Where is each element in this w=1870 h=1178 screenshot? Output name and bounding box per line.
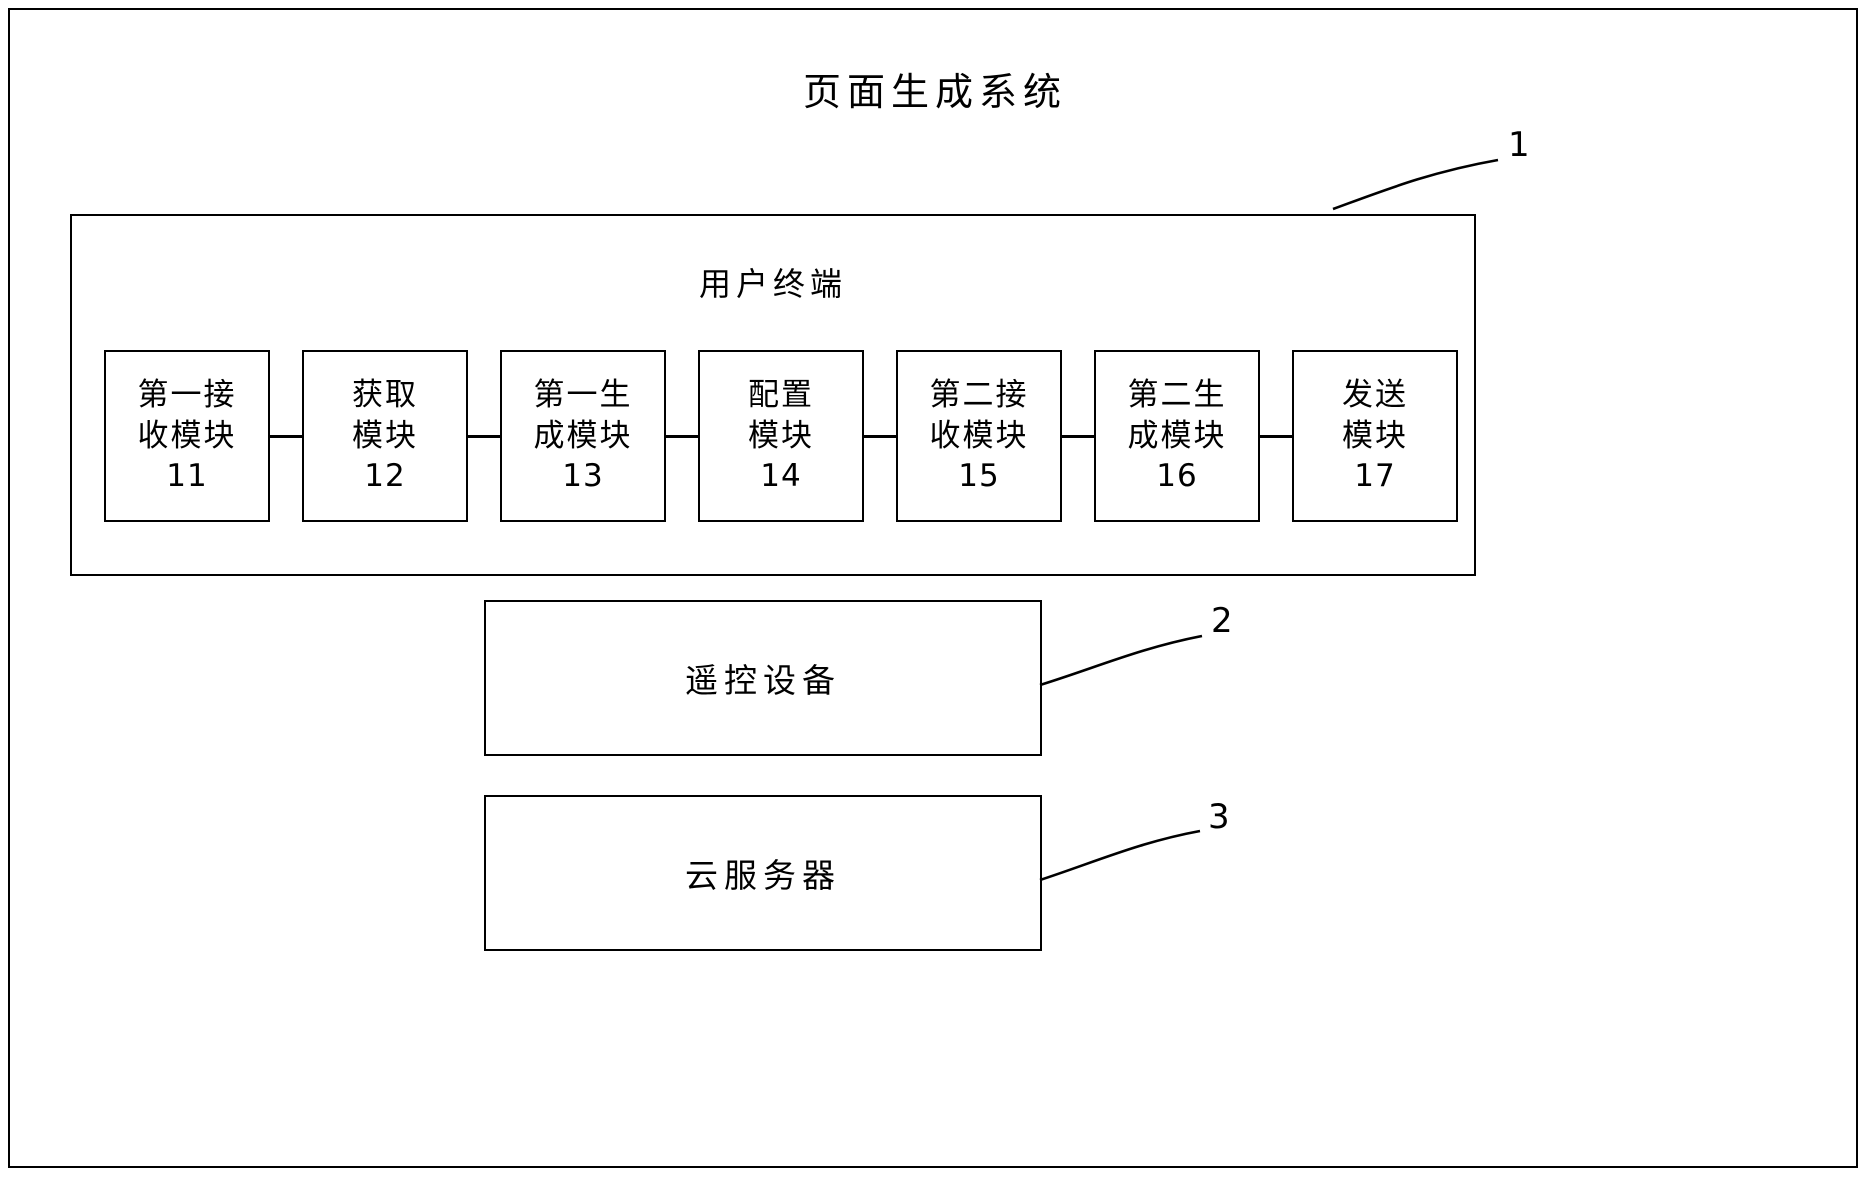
module-11-name-line2: 收模块: [137, 417, 237, 453]
reference-numeral-3: 3: [1208, 797, 1230, 837]
module-box-15[interactable]: 第二接 收模块 15: [896, 350, 1062, 522]
module-13-name-line2: 成模块: [533, 417, 633, 453]
module-17-number: 17: [1354, 458, 1396, 495]
module-15-name-line1: 第二接: [929, 376, 1029, 412]
module-14-number: 14: [760, 458, 802, 495]
user-terminal-label: 用户终端: [698, 266, 847, 302]
module-13-name-line1: 第一生: [533, 376, 633, 412]
module-12-name-line2: 模块: [352, 417, 418, 453]
connector-11-12: [270, 435, 302, 438]
module-15-name-line2: 收模块: [929, 417, 1029, 453]
module-11-name-line1: 第一接: [137, 376, 237, 412]
module-17-name-line2: 模块: [1342, 417, 1408, 453]
module-14-name-line1: 配置: [748, 376, 814, 412]
remote-device-box[interactable]: 遥控设备: [484, 600, 1042, 756]
module-13-number: 13: [562, 458, 604, 495]
connector-13-14: [666, 435, 698, 438]
module-16-number: 16: [1156, 458, 1198, 495]
cloud-server-box[interactable]: 云服务器: [484, 795, 1042, 951]
remote-device-label: 遥控设备: [685, 664, 841, 700]
module-box-14[interactable]: 配置 模块 14: [698, 350, 864, 522]
module-12-number: 12: [364, 458, 406, 495]
module-15-number: 15: [958, 458, 1000, 495]
connector-14-15: [864, 435, 896, 438]
module-11-number: 11: [166, 458, 208, 495]
page-border: [8, 8, 1858, 1168]
reference-numeral-1: 1: [1508, 125, 1530, 165]
module-16-name-line1: 第二生: [1127, 376, 1227, 412]
module-16-name-line2: 成模块: [1127, 417, 1227, 453]
module-box-17[interactable]: 发送 模块 17: [1292, 350, 1458, 522]
user-terminal-container: [70, 214, 1476, 576]
module-box-13[interactable]: 第一生 成模块 13: [500, 350, 666, 522]
reference-numeral-2: 2: [1211, 601, 1233, 641]
connector-16-17: [1260, 435, 1292, 438]
module-box-11[interactable]: 第一接 收模块 11: [104, 350, 270, 522]
module-box-16[interactable]: 第二生 成模块 16: [1094, 350, 1260, 522]
module-14-name-line2: 模块: [748, 417, 814, 453]
module-17-name-line1: 发送: [1342, 376, 1408, 412]
module-row: 第一接 收模块 11 获取 模块 12 第一生 成模块 13 配置 模块 14 …: [104, 350, 1458, 522]
figure-title: 页面生成系统: [802, 72, 1067, 114]
module-box-12[interactable]: 获取 模块 12: [302, 350, 468, 522]
connector-15-16: [1062, 435, 1094, 438]
connector-12-13: [468, 435, 500, 438]
module-12-name-line1: 获取: [352, 376, 418, 412]
cloud-server-label: 云服务器: [685, 859, 841, 895]
